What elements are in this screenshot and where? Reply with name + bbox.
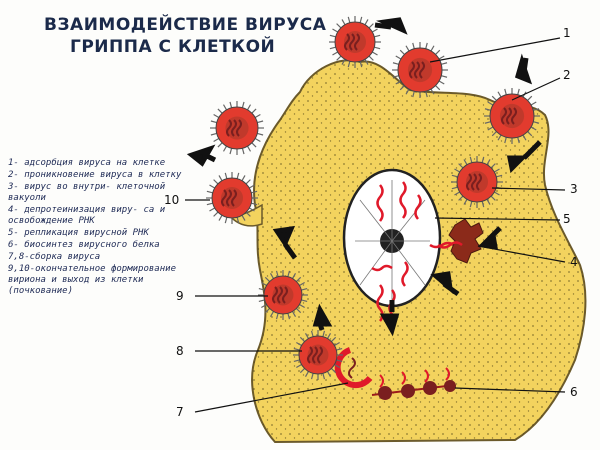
legend-text: проникновение вируса в клетку [18, 170, 182, 180]
legend-text: -окончательное формирование вириона и вы… [8, 264, 176, 296]
callout-8: 8 [176, 344, 184, 358]
legend-num: 7,8 [8, 252, 25, 262]
legend-text: адсорбция вируса на клетке [18, 158, 166, 168]
legend-item: 5- репликация вирусной РНК [8, 228, 188, 239]
virion-adsorbed [392, 42, 448, 98]
legend-num: 2- [8, 170, 19, 180]
legend-num: 1- [8, 158, 19, 168]
callout-10: 10 [164, 193, 180, 207]
virion-budding-10 [206, 172, 258, 224]
legend-item: 9,10-окончательное формирование вириона … [8, 264, 188, 297]
diagram-title: ВЗАИМОДЕЙСТВИЕ ВИРУСА ГРИППА С КЛЕТКОЙ [44, 14, 327, 58]
legend-num: 5- [8, 228, 19, 238]
legend-item: 4- депротеинизация виру- са и освобожден… [8, 205, 188, 227]
legend-num: 4- [8, 205, 19, 215]
virion-budded-top [210, 101, 264, 155]
legend-text: репликация вирусной РНК [18, 228, 149, 238]
callout-1: 1 [563, 26, 571, 40]
legend-text: биосинтез вирусного белка [18, 240, 160, 250]
protein-synthesis [371, 367, 456, 400]
callout-9: 9 [176, 289, 184, 303]
virion-assembled-8 [293, 330, 343, 380]
legend: 1- адсорбция вируса на клетке 2- проникн… [8, 158, 188, 298]
legend-item: 3- вирус во внутри- клеточной вакуоли [8, 182, 188, 204]
callout-4: 4 [570, 255, 578, 269]
legend-item: 1- адсорбция вируса на клетке [8, 158, 188, 169]
legend-text: -сборка вируса [24, 252, 101, 262]
title-line-1: ВЗАИМОДЕЙСТВИЕ ВИРУСА [44, 15, 327, 35]
callout-7: 7 [176, 405, 184, 419]
title-line-2: ГРИППА С КЛЕТКОЙ [70, 37, 276, 57]
legend-text: вирус во внутри- клеточной вакуоли [8, 182, 166, 203]
legend-num: 3- [8, 182, 19, 192]
uncoating-debris [437, 218, 484, 264]
legend-item: 2- проникновение вируса в клетку [8, 170, 188, 181]
virion-outside-1 [329, 16, 381, 68]
leader-lines [185, 37, 566, 413]
virion-budding-9 [258, 270, 308, 320]
virion-entering [484, 88, 540, 144]
callout-3: 3 [570, 182, 578, 196]
legend-num: 9,10 [8, 264, 30, 274]
legend-item: 7,8-сборка вируса [8, 252, 188, 263]
callout-5: 5 [563, 212, 571, 226]
legend-text: депротеинизация виру- са и освобождение … [8, 205, 166, 226]
callout-2: 2 [563, 68, 571, 82]
callout-6: 6 [570, 385, 578, 399]
arrows [186, 17, 542, 337]
rna-in-nucleus [371, 181, 422, 287]
legend-num: 6- [8, 240, 19, 250]
legend-item: 6- биосинтез вирусного белка [8, 240, 188, 251]
virion-vacuole [451, 156, 503, 208]
